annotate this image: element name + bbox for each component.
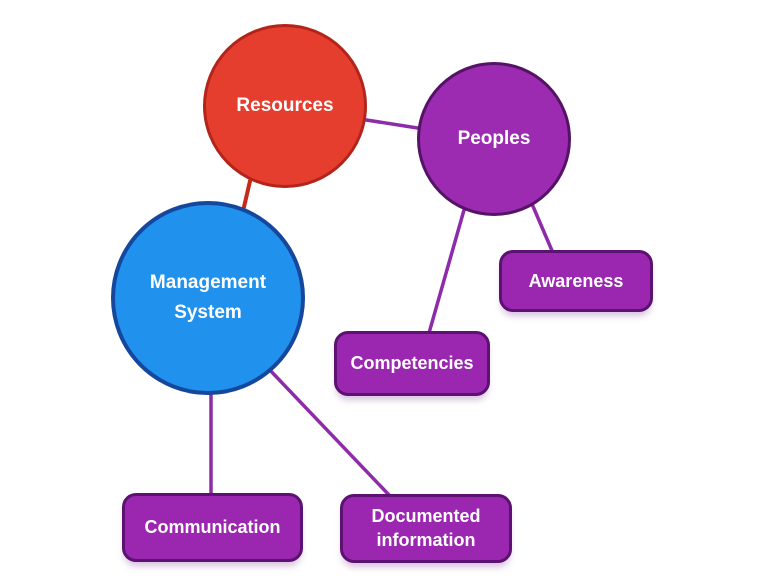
edge-resources-management-system (242, 179, 252, 209)
node-peoples: Peoples (417, 62, 571, 216)
node-communication-label: Communication (144, 517, 281, 537)
node-competencies-label: Competencies (350, 353, 474, 373)
node-peoples-label: Peoples (457, 128, 531, 149)
node-awareness-label: Awareness (528, 270, 624, 291)
edge-peoples-competencies (427, 201, 468, 335)
node-communication: Communication (122, 493, 303, 562)
node-resources: Resources (203, 24, 367, 188)
edge-management-documented (264, 364, 392, 498)
node-management-system-label: Management System (149, 271, 267, 323)
node-awareness: Awareness (499, 250, 653, 312)
node-management-system: Management System (111, 201, 305, 395)
node-competencies: Competencies (334, 331, 490, 396)
node-resources-label: Resources (236, 95, 334, 116)
edge-resources-peoples (358, 117, 426, 131)
node-documented-information-label: Documented information (371, 506, 481, 550)
node-documented-information: Documented information (340, 494, 512, 563)
edge-peoples-awareness (530, 202, 555, 255)
